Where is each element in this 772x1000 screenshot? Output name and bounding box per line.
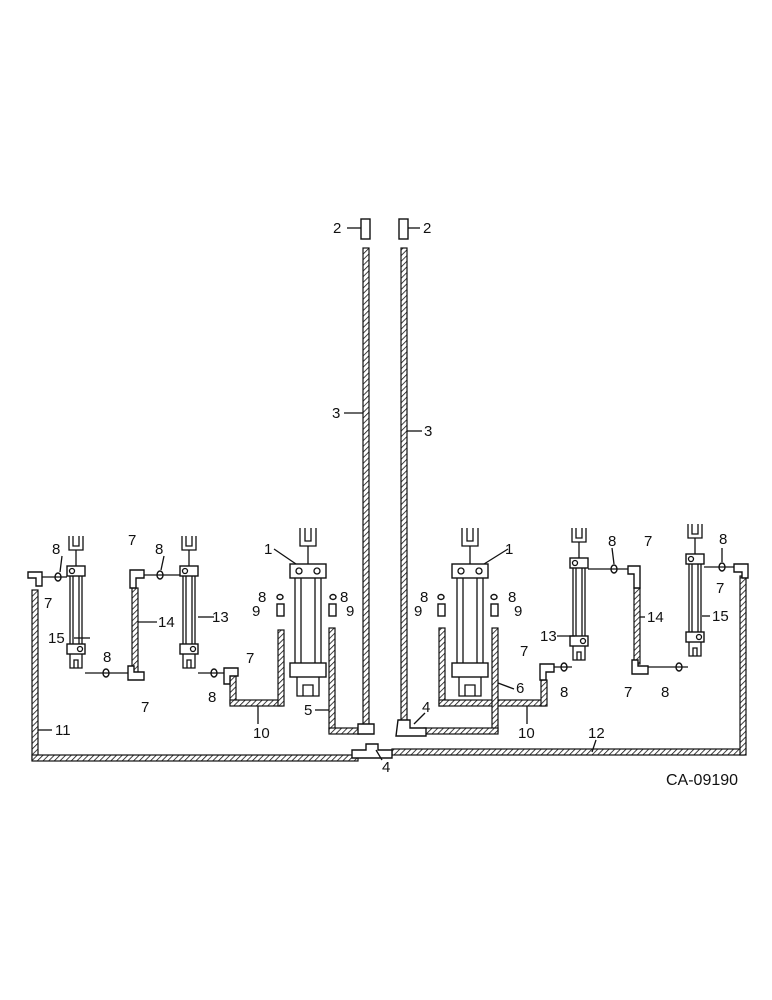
label-5: 5 xyxy=(304,702,312,719)
hose-10-right-a xyxy=(438,627,446,707)
label-7: 7 xyxy=(520,643,528,660)
tee-fitting-4-left xyxy=(357,723,375,735)
label-1-left: 1 xyxy=(264,541,272,558)
label-8: 8 xyxy=(420,589,428,606)
label-6: 6 xyxy=(516,680,524,697)
part-labels: 2 2 3 3 1 1 8 7 8 7 15 14 13 8 7 8 7 8 9… xyxy=(44,220,738,789)
label-7: 7 xyxy=(128,532,136,549)
hose-12-bottom xyxy=(391,748,745,756)
label-12: 12 xyxy=(588,725,605,742)
cylinder-1-right xyxy=(451,528,489,697)
hose-6-vertical xyxy=(491,627,499,733)
hose-5-vertical xyxy=(328,627,336,733)
elbow-7 xyxy=(627,565,641,589)
cylinder-1-left xyxy=(289,528,327,697)
label-13-right: 13 xyxy=(540,628,557,645)
label-7: 7 xyxy=(624,684,632,701)
leader-lines xyxy=(38,227,723,761)
cylinder-15-left xyxy=(66,535,86,669)
elbow-7 xyxy=(539,663,555,681)
coupler-2-right xyxy=(398,218,409,240)
label-7: 7 xyxy=(141,699,149,716)
label-8: 8 xyxy=(155,541,163,558)
elbow-7 xyxy=(27,571,43,587)
label-14-right: 14 xyxy=(647,609,664,626)
elbow-7 xyxy=(127,665,145,681)
label-8: 8 xyxy=(52,541,60,558)
label-8: 8 xyxy=(719,531,727,548)
hose-11-vertical xyxy=(31,589,39,761)
figure-code: CA-09190 xyxy=(666,772,738,789)
cylinder-15-right xyxy=(685,523,705,657)
label-8: 8 xyxy=(103,649,111,666)
hose-10-left-c xyxy=(277,629,285,707)
label-7: 7 xyxy=(716,580,724,597)
hose-14-left xyxy=(131,587,139,677)
hose-6-horizontal xyxy=(423,727,499,735)
label-8: 8 xyxy=(508,589,516,606)
label-4: 4 xyxy=(382,759,390,776)
label-3-right: 3 xyxy=(424,423,432,440)
elbow-7 xyxy=(733,563,749,579)
elbow-7 xyxy=(631,659,649,675)
label-7: 7 xyxy=(44,595,52,612)
elbow-fittings xyxy=(27,563,749,685)
label-11: 11 xyxy=(55,722,71,739)
label-9: 9 xyxy=(252,603,260,620)
label-2-right: 2 xyxy=(423,220,431,237)
label-8: 8 xyxy=(560,684,568,701)
hose-5-horizontal xyxy=(328,727,360,735)
label-14-left: 14 xyxy=(158,614,175,631)
hose-3-left xyxy=(362,247,370,731)
label-8: 8 xyxy=(608,533,616,550)
hose-12-vertical xyxy=(739,575,747,756)
label-9: 9 xyxy=(414,603,422,620)
label-9: 9 xyxy=(514,603,522,620)
label-15-left: 15 xyxy=(48,630,65,647)
cylinder-13-right xyxy=(569,527,589,661)
label-8: 8 xyxy=(340,589,348,606)
label-8: 8 xyxy=(208,689,216,706)
hose-3-right xyxy=(400,247,408,731)
label-8: 8 xyxy=(661,684,669,701)
label-7: 7 xyxy=(246,650,254,667)
label-3-left: 3 xyxy=(332,405,340,422)
label-4: 4 xyxy=(422,699,430,716)
elbow-7 xyxy=(129,569,145,589)
label-13-left: 13 xyxy=(212,609,229,626)
hose-10-left-b xyxy=(229,699,283,707)
hose-10-right-c xyxy=(540,679,548,707)
cylinder-13-left xyxy=(179,535,199,669)
coupler-2-left xyxy=(360,218,371,240)
label-2-left: 2 xyxy=(333,220,341,237)
hose-lines xyxy=(31,247,747,762)
label-7: 7 xyxy=(644,533,652,550)
o-ring-fittings xyxy=(42,562,734,678)
label-1-right: 1 xyxy=(505,541,513,558)
hose-14-right xyxy=(633,587,641,665)
tee-fittings xyxy=(351,719,427,759)
adapter-fittings-9 xyxy=(276,603,499,617)
label-10-right: 10 xyxy=(518,725,535,742)
label-10-left: 10 xyxy=(253,725,270,742)
hose-11-bottom xyxy=(31,754,359,762)
tee-fitting-4-right xyxy=(395,719,427,737)
tee-fitting-4-center xyxy=(351,743,393,759)
label-8: 8 xyxy=(258,589,266,606)
elbow-7 xyxy=(223,667,239,685)
couplers xyxy=(360,218,409,240)
label-9: 9 xyxy=(346,603,354,620)
label-15-right: 15 xyxy=(712,608,729,625)
